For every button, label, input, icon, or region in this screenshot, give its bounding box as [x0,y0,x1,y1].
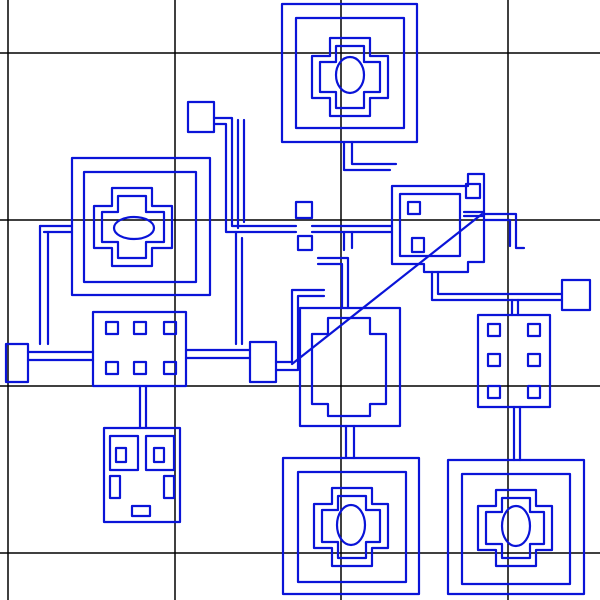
room-feature [114,446,128,464]
room-oval-feature [335,503,367,547]
room-cross-wall-inner [320,494,382,560]
room-cross-wall-inner [484,496,546,560]
corridors [26,116,564,462]
lower-left-small-room [102,426,182,524]
corridor [26,350,95,362]
corridor [138,384,148,430]
room-cross-wall [476,488,554,568]
right-upper-room [390,172,486,274]
corridor [510,298,520,317]
room-feature [162,474,176,500]
room-inner-wall [296,470,408,584]
room-outer-wall [280,2,419,144]
room-cross-wall [92,186,174,268]
left-edge-node [4,342,30,384]
room-wall [390,172,486,274]
room-inner-wall [460,472,572,586]
room-oval-feature [500,504,532,548]
pillar [132,320,148,336]
upper-left-node [186,100,216,134]
room-feature [108,474,122,500]
room-inner-wall [108,434,176,472]
pillar [486,352,502,368]
corridor [344,424,356,460]
room-cross-wall-inner [318,44,382,110]
bottom-right-nested-square-room [446,458,586,596]
room-inner-wall [398,192,462,258]
room-wall [102,426,182,524]
floor-plan-outline [4,2,592,596]
corridor [342,140,398,172]
room-cross-wall [310,316,388,418]
room-outer-wall [281,456,421,596]
pillar [526,384,542,400]
room-cross-wall [310,36,390,118]
room-inner-wall [294,16,406,130]
corridor [482,212,526,250]
corridor [184,348,252,360]
pillar [486,384,502,400]
corridor [316,256,350,310]
bottom-center-nested-square-room [281,456,421,596]
room-inner-wall [82,170,198,284]
corridor [342,230,354,252]
top-center-nested-square-room [280,2,419,144]
room-feature [406,200,422,216]
corridor [212,116,298,234]
center-cross-room [298,306,402,428]
left-door-node [248,340,278,384]
pillar [526,352,542,368]
diagonal-connector [290,212,484,366]
room-cross-wall-inner [100,194,166,260]
pillar [486,322,502,338]
left-nested-square-room [70,156,212,297]
room-feature [152,446,166,464]
corridor [38,224,50,346]
room-feature [130,504,152,518]
room-outer-wall [446,458,586,596]
room-cross-wall [312,486,390,568]
pillar [162,360,178,376]
room-oval-feature [334,55,366,95]
pillar [132,360,148,376]
room-outer-wall [298,306,402,428]
pillar [526,322,542,338]
small-node [296,234,314,252]
room-oval-feature [112,215,156,241]
room-feature [410,236,426,254]
pillar [162,320,178,336]
room-feature [464,182,482,200]
pillar [104,360,120,376]
corridor [274,288,326,372]
small-node [294,200,314,220]
pillar [104,320,120,336]
corridor [512,405,522,462]
corridor [236,118,246,230]
corridor [234,230,244,346]
